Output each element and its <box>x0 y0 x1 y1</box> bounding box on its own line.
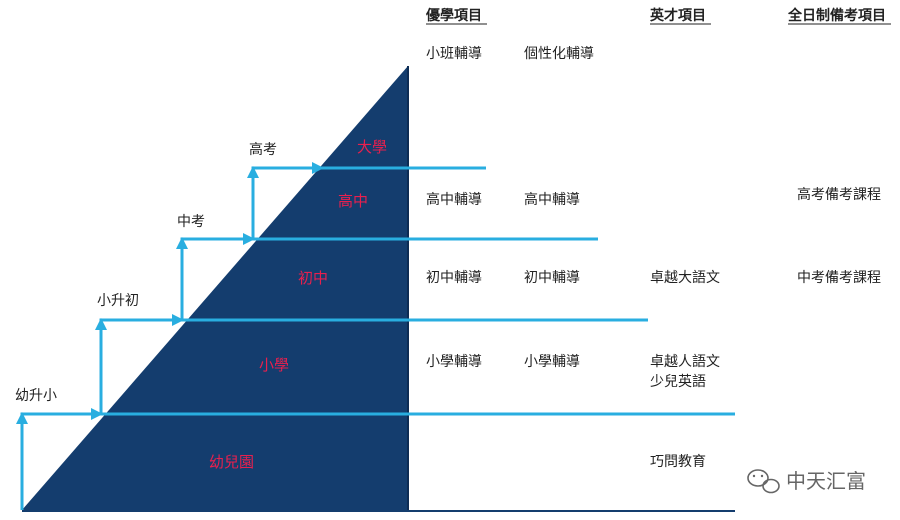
cell-r3-c2: 卓越人語文 <box>650 354 720 370</box>
watermark: 中天汇富 <box>747 469 866 494</box>
cell-r2-c3: 中考備考課程 <box>797 270 881 286</box>
transition-label-xiaoshengchu: 小升初 <box>97 292 139 309</box>
cell-r1-c3: 高考備考課程 <box>797 186 881 203</box>
cell-r3-c1: 小學輔導 <box>524 354 580 370</box>
column-header-yingcai: 英才項目 <box>649 7 706 24</box>
cell-r2-c2: 卓越大語文 <box>650 270 720 286</box>
cell-r2-c0: 初中輔導 <box>426 269 482 286</box>
cell-r0-c0: 小班輔導 <box>426 46 482 62</box>
level-label-high-school: 高中 <box>338 192 368 210</box>
arrowheads <box>16 162 324 424</box>
arrowhead-right-1 <box>312 162 324 174</box>
arrowhead-up-3 <box>95 318 107 330</box>
cell-r3-c0: 小學輔導 <box>426 354 482 370</box>
arrowhead-up-2 <box>176 237 188 249</box>
transition-label-youshengxiao: 幼升小 <box>15 388 57 404</box>
cell-r2-c1: 初中輔導 <box>524 269 580 286</box>
watermark-text: 中天汇富 <box>786 469 866 493</box>
level-label-middle-school: 初中 <box>298 269 328 287</box>
level-label-university: 大學 <box>357 138 387 156</box>
arrowhead-up-4 <box>16 412 28 424</box>
arrowhead-up-1 <box>247 166 259 178</box>
column-header-fulltime: 全日制備考項目 <box>787 7 886 24</box>
column-header-youxue: 優學項目 <box>425 7 482 24</box>
arrowhead-right-3 <box>172 314 184 326</box>
arrowhead-right-2 <box>243 233 255 245</box>
level-label-kindergarten: 幼兒園 <box>209 453 254 471</box>
cell-r3-c2-line2: 少兒英語 <box>650 373 706 390</box>
pyramid-triangle <box>22 66 408 510</box>
cell-r1-c0: 高中輔導 <box>426 191 482 208</box>
transition-label-gaokao: 高考 <box>249 141 277 158</box>
wechat-icon <box>747 469 780 494</box>
cell-r0-c1: 個性化輔導 <box>524 46 594 62</box>
cell-r4-c2: 巧問教育 <box>650 454 706 470</box>
level-label-primary-school: 小學 <box>259 356 289 374</box>
arrowhead-right-4 <box>91 408 103 420</box>
cell-r1-c1: 高中輔導 <box>524 191 580 208</box>
transition-label-zhongkao: 中考 <box>177 214 205 230</box>
